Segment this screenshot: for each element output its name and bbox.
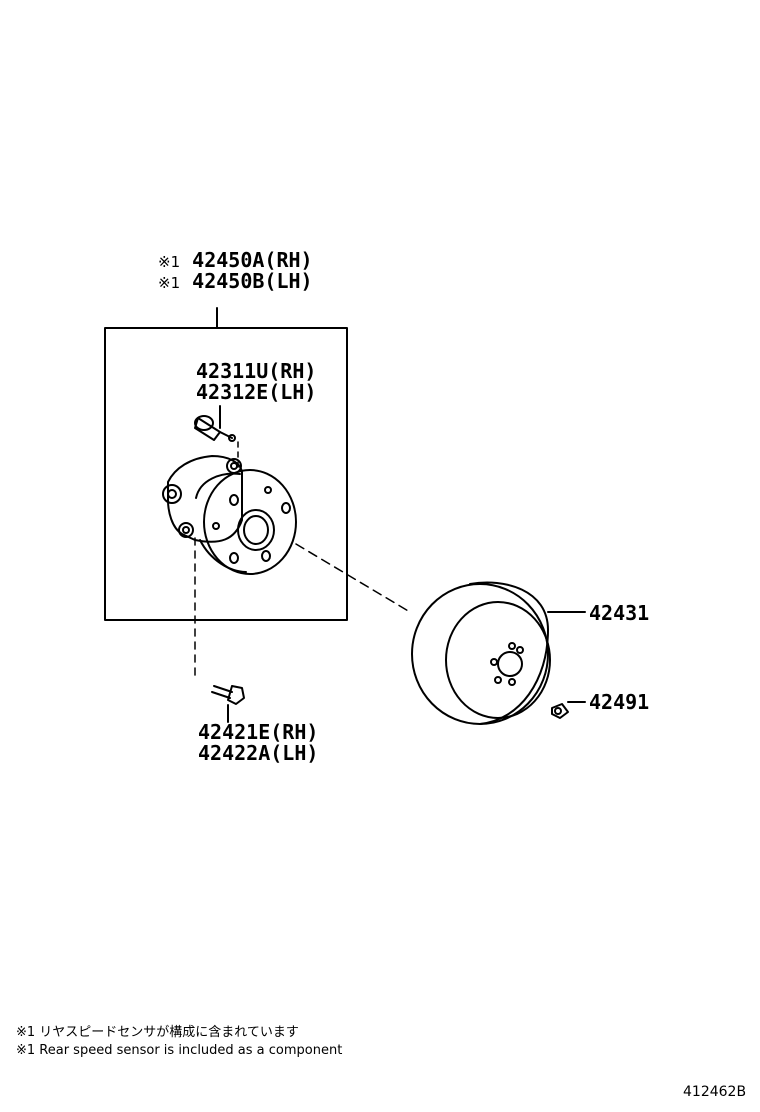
- hub-to-disc-dash: [295, 543, 411, 613]
- hub-bolt-part-lh: 42422A(LH): [198, 741, 319, 765]
- hub-assembly-box: [104, 327, 348, 621]
- diagram-ref-number: 412462B: [683, 1084, 747, 1100]
- hub-assembly-part-lh: 42450B(LH): [192, 269, 313, 293]
- hub-bolt-part-rh: 42421E(RH): [198, 720, 319, 744]
- disc-screw: [551, 703, 569, 719]
- hub-assembly-lh-label: ※1 42450B(LH): [158, 269, 313, 293]
- hub-assembly-part-rh: 42450A(RH): [192, 248, 313, 272]
- hub-assembly-rh-label: ※1 42450A(RH): [158, 248, 313, 272]
- sensor-part-rh: 42311U(RH): [196, 359, 317, 383]
- note-japanese: ※1 リヤスピードセンサが構成に含まれています: [16, 1025, 299, 1040]
- sensor-part-lh: 42312E(LH): [196, 380, 317, 404]
- speed-sensor: [194, 415, 236, 442]
- hub-assembly-mark-lh: ※1: [158, 274, 181, 292]
- note-english: ※1 Rear speed sensor is included as a co…: [16, 1043, 343, 1058]
- screw-part: 42491: [589, 690, 650, 714]
- brake-disc: [411, 581, 551, 725]
- hub-bearing: [162, 455, 297, 575]
- hub-assembly-mark-rh: ※1: [158, 253, 181, 271]
- disc-part: 42431: [589, 601, 650, 625]
- hub-bolt: [211, 685, 245, 705]
